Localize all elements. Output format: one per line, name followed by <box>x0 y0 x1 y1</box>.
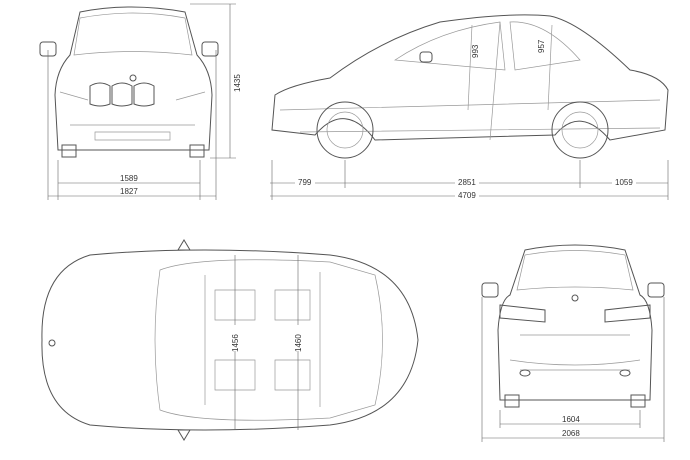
front-total-width-label: 1827 <box>120 187 138 196</box>
front-view: 1589 1827 1435 <box>39 3 242 200</box>
rear-view: 1604 2068 <box>481 244 665 442</box>
length-label: 4709 <box>458 191 476 200</box>
front-headroom-label: 993 <box>471 44 480 58</box>
rear-track-width-label: 1604 <box>562 415 580 424</box>
side-view: 993 957 799 2851 1059 4709 <box>270 14 669 200</box>
rear-shoulder-label: 1460 <box>294 334 303 352</box>
height-label: 1435 <box>233 74 242 92</box>
rear-headroom-label: 957 <box>537 39 546 53</box>
rear-overhang-label: 1059 <box>615 178 633 187</box>
rear-mirror-width-label: 2068 <box>562 429 580 438</box>
top-view: 1456 1460 <box>41 239 419 441</box>
front-track-width-label: 1589 <box>120 174 138 183</box>
front-overhang-label: 799 <box>298 178 312 187</box>
wheelbase-label: 2851 <box>458 178 476 187</box>
front-shoulder-label: 1456 <box>231 334 240 352</box>
